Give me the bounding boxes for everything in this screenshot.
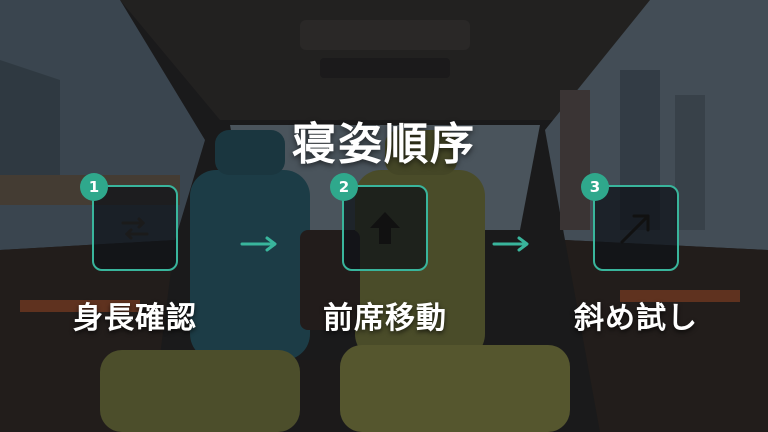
step-2: 2 前席移動: [305, 173, 465, 337]
diagonal-arrow-icon: [620, 214, 650, 244]
step-1: 1 身長確認: [55, 173, 215, 337]
step-3: 3 斜め試し: [556, 173, 716, 337]
arrow-right-icon: [240, 236, 277, 252]
step-3-label: 斜め試し: [574, 301, 698, 336]
page-title: 寝姿順序: [292, 119, 476, 170]
up-arrow-icon: [370, 212, 400, 244]
step-2-icon-box: 2: [330, 173, 428, 271]
step-1-label: 身長確認: [73, 301, 197, 336]
step-1-icon-box: 1: [80, 173, 178, 271]
step-2-label: 前席移動: [323, 301, 447, 336]
step-1-number-badge: 1: [80, 173, 108, 201]
step-3-number-badge: 3: [581, 173, 609, 201]
swap-arrows-icon: [121, 217, 149, 240]
arrow-right-icon: [492, 236, 529, 252]
step-2-number-badge: 2: [330, 173, 358, 201]
step-3-icon-box: 3: [581, 173, 679, 271]
